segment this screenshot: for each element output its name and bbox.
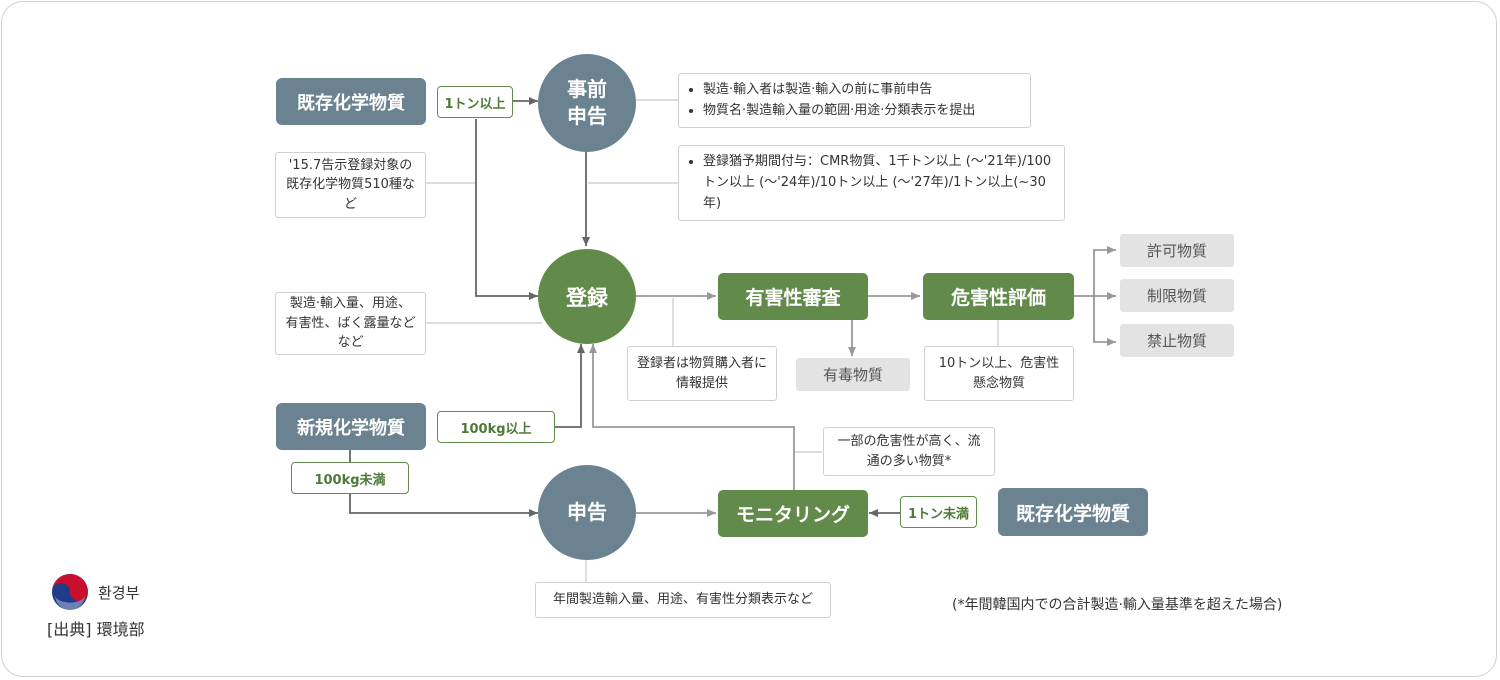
grace-period-bullet: 登録猶予期間付与：CMR物質、1千トン以上 (〜'21年)/100トン以上 (〜… bbox=[703, 152, 1054, 214]
prior-report-label-line2: 申告 bbox=[567, 104, 607, 128]
buyer-info-note: 登録者は物質購入者に情報提供 bbox=[627, 346, 777, 401]
source-credit: [出典] 環境部 bbox=[47, 620, 145, 639]
prior-report-circle: 事前 申告 bbox=[538, 54, 636, 152]
permitted-substance-box: 許可物質 bbox=[1120, 234, 1234, 267]
footnote: (*年間韓国内での合計製造·輸入量基準を超えた場合) bbox=[952, 597, 1283, 613]
hundred-kg-under-tag: 100kg未満 bbox=[291, 462, 409, 494]
toxic-substance-box: 有毒物質 bbox=[796, 358, 910, 391]
registration-items-note: 製造·輸入量、用途、有害性、ばく露量などなど bbox=[275, 292, 426, 355]
prior-report-bullet: 製造·輸入者は製造·輸入の前に事前申告 bbox=[703, 80, 1020, 101]
ministry-name: 환경부 bbox=[98, 583, 140, 602]
report-circle: 申告 bbox=[538, 465, 636, 560]
one-ton-over-tag: 1トン以上 bbox=[437, 86, 513, 118]
existing-510-note: '15.7告示登録対象の既存化学物質510種など bbox=[275, 152, 426, 218]
prohibited-substance-box: 禁止物質 bbox=[1120, 324, 1234, 357]
grace-period-note: 登録猶予期間付与：CMR物質、1千トン以上 (〜'21年)/100トン以上 (〜… bbox=[678, 145, 1065, 221]
prior-report-note: 製造·輸入者は製造·輸入の前に事前申告 物質名·製造輸入量の範囲·用途·分類表示… bbox=[678, 73, 1031, 128]
report-items-note: 年間製造輸入量、用途、有害性分類表示など bbox=[535, 582, 831, 618]
existing-chemical-top-node: 既存化学物質 bbox=[276, 78, 426, 125]
existing-chemical-bottom-node: 既存化学物質 bbox=[998, 488, 1148, 536]
registration-circle: 登録 bbox=[538, 249, 636, 344]
hazard-review-node: 有害性審査 bbox=[718, 273, 868, 320]
new-chemical-node: 新規化学物質 bbox=[276, 403, 426, 450]
risk-concern-note: 10トン以上、危害性懸念物質 bbox=[924, 346, 1074, 401]
korean-government-taegeuk-icon bbox=[52, 574, 88, 611]
hundred-kg-over-tag: 100kg以上 bbox=[437, 411, 555, 443]
monitoring-node: モニタリング bbox=[718, 490, 868, 537]
one-ton-under-tag: 1トン未満 bbox=[900, 496, 977, 528]
monitoring-target-note: 一部の危害性が高く、流通の多い物質* bbox=[823, 427, 995, 476]
restricted-substance-box: 制限物質 bbox=[1120, 279, 1234, 312]
prior-report-bullet: 物質名·製造輸入量の範囲·用途·分類表示を提出 bbox=[703, 101, 1020, 122]
risk-assessment-node: 危害性評価 bbox=[923, 273, 1074, 320]
ministry-logo: 환경부 bbox=[50, 572, 139, 612]
prior-report-label-line1: 事前 bbox=[567, 77, 607, 101]
